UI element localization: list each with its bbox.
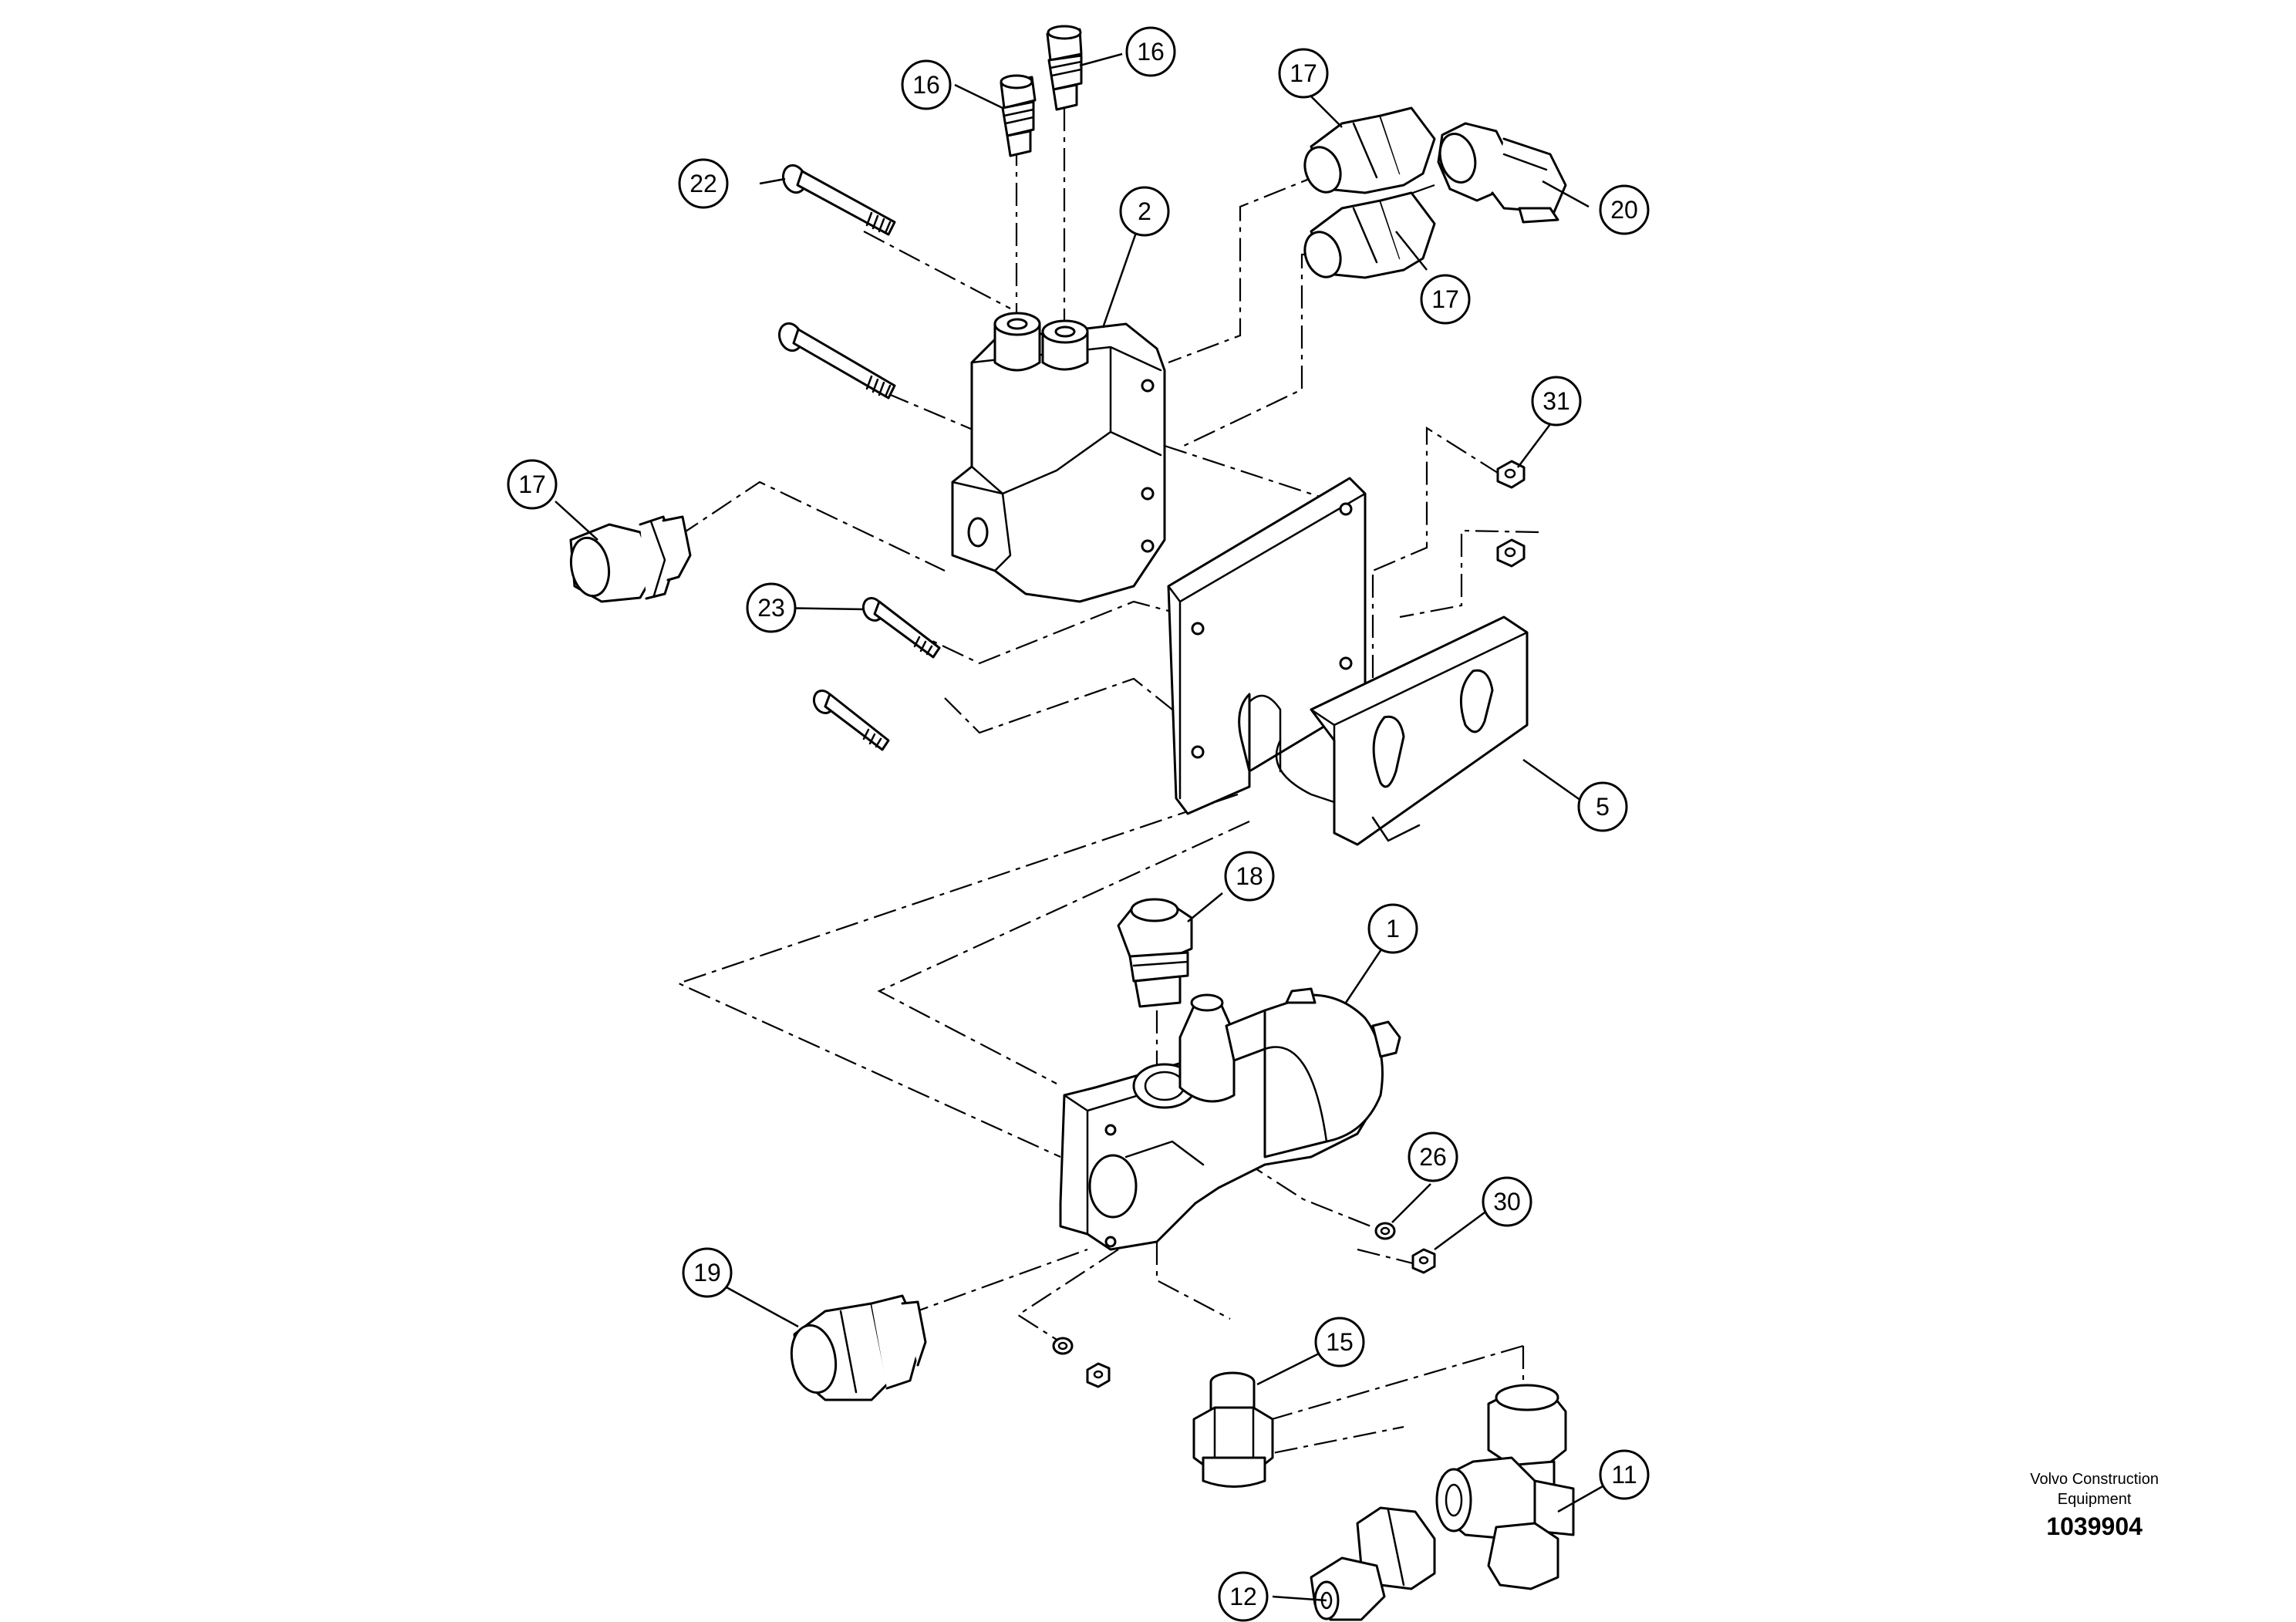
- callout-30: 30: [1482, 1176, 1532, 1227]
- tee-fitting-11: [1435, 1384, 1575, 1590]
- nut-lower: [1086, 1362, 1111, 1388]
- callout-22: 22: [678, 158, 729, 209]
- washer-lower: [1052, 1337, 1074, 1355]
- fitting-12: [1310, 1506, 1436, 1621]
- solenoid-valve-1: [1059, 987, 1401, 1251]
- fitting-19: [790, 1294, 927, 1401]
- nut-31-lower: [1496, 538, 1526, 568]
- callout-19: 19: [682, 1247, 733, 1298]
- callout-12: 12: [1218, 1571, 1269, 1622]
- callout-11: 11: [1599, 1449, 1650, 1500]
- callout-label: 20: [1610, 196, 1638, 224]
- callout-label: 31: [1542, 387, 1570, 415]
- callout-17-upper: 17: [1278, 48, 1329, 99]
- fitting-17-upper: [1303, 106, 1436, 194]
- bolt-23-upper: [861, 596, 941, 659]
- callout-label: 17: [1431, 285, 1459, 313]
- callout-label: 12: [1229, 1583, 1257, 1610]
- callout-label: 1: [1386, 915, 1400, 943]
- callout-31: 31: [1531, 376, 1582, 427]
- callout-label: 18: [1236, 862, 1263, 890]
- callout-20: 20: [1599, 184, 1650, 235]
- assembly-lines: [676, 108, 1539, 1465]
- callout-label: 22: [689, 170, 717, 197]
- bracket-5: [1167, 477, 1529, 846]
- callout-label: 11: [1611, 1461, 1637, 1489]
- company-name-line2: Equipment: [2057, 1491, 2132, 1508]
- callout-23: 23: [746, 582, 797, 633]
- fitting-18: [1117, 898, 1193, 1008]
- callout-leaders: [555, 52, 1605, 1602]
- callout-label: 2: [1138, 197, 1151, 225]
- callout-17-left: 17: [507, 459, 558, 510]
- valve-block-2: [951, 312, 1166, 603]
- fitting-17-left: [569, 515, 692, 603]
- fitting-17-lower: [1303, 191, 1436, 279]
- callout-label: 17: [1290, 59, 1317, 87]
- callout-label: 30: [1493, 1188, 1521, 1216]
- drawing-caption: Volvo Construction Equipment 1039904: [2030, 1469, 2159, 1541]
- callout-label: 5: [1596, 793, 1610, 821]
- callout-18: 18: [1224, 851, 1275, 902]
- callout-label: 23: [757, 594, 785, 622]
- fitting-16-left: [1000, 74, 1037, 157]
- callout-1: 1: [1367, 903, 1418, 954]
- bolt-22-lower: [777, 322, 896, 400]
- callout-16-right: 16: [1125, 26, 1176, 77]
- callout-15: 15: [1314, 1317, 1365, 1367]
- callout-label: 19: [693, 1259, 721, 1286]
- nut-31-upper: [1496, 460, 1526, 489]
- callout-5: 5: [1577, 781, 1628, 832]
- washer-26: [1374, 1222, 1396, 1240]
- callout-label: 16: [912, 71, 940, 99]
- nut-30: [1411, 1248, 1436, 1274]
- callout-16-left: 16: [901, 59, 952, 110]
- fitting-15: [1192, 1371, 1274, 1488]
- fitting-16-right: [1046, 25, 1083, 111]
- callout-label: 17: [518, 470, 546, 498]
- bolt-22-upper: [781, 164, 896, 236]
- callout-label: 26: [1419, 1143, 1447, 1171]
- callout-2: 2: [1119, 186, 1170, 237]
- callout-17-lower: 17: [1420, 274, 1471, 325]
- elbow-20: [1437, 122, 1567, 224]
- callout-26: 26: [1408, 1131, 1458, 1182]
- callout-label: 16: [1137, 38, 1165, 66]
- bolt-23-lower: [812, 689, 890, 751]
- drawing-number: 1039904: [2046, 1512, 2143, 1540]
- callout-label: 15: [1326, 1328, 1354, 1356]
- company-name-line1: Volvo Construction: [2030, 1471, 2159, 1488]
